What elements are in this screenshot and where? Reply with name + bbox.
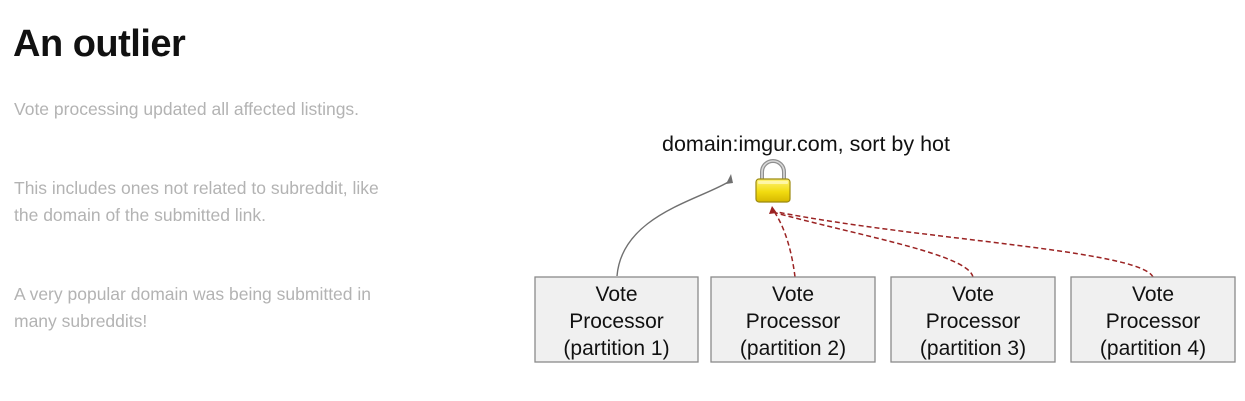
- waiting-arrowhead: [769, 206, 777, 214]
- processor-1-line-3: (partition 1): [563, 337, 669, 360]
- processor-box-1: Vote Processor (partition 1): [534, 276, 699, 363]
- processor-4-line-3: (partition 4): [1100, 337, 1206, 360]
- paragraph-unrelated-listings: This includes ones not related to subred…: [14, 178, 379, 225]
- padlock-icon: [755, 159, 791, 203]
- waiting-arrow-partition-4: [776, 211, 1154, 278]
- lock-caption: domain:imgur.com, sort by hot: [662, 132, 950, 156]
- processor-2-line-2: Processor: [746, 310, 841, 333]
- processor-3-line-2: Processor: [926, 310, 1021, 333]
- slide-title: An outlier: [13, 23, 186, 65]
- paragraph-popular-domain: A very popular domain was being submitte…: [14, 284, 372, 331]
- waiting-arrow-partition-2: [774, 212, 796, 278]
- processor-box-2: Vote Processor (partition 2): [710, 276, 876, 363]
- processor-1-line-2: Processor: [569, 310, 664, 333]
- processor-3-line-3: (partition 3): [920, 337, 1026, 360]
- processor-2-line-1: Vote: [772, 283, 814, 306]
- processor-4-line-2: Processor: [1106, 310, 1201, 333]
- processor-1-line-1: Vote: [595, 283, 637, 306]
- waiting-arrow-partition-3: [775, 212, 974, 278]
- processor-box-3: Vote Processor (partition 3): [890, 276, 1056, 363]
- processor-3-line-1: Vote: [952, 283, 994, 306]
- paragraph-vote-processing: Vote processing updated all affected lis…: [14, 99, 360, 119]
- processor-box-4: Vote Processor (partition 4): [1070, 276, 1236, 363]
- processor-4-line-1: Vote: [1132, 283, 1174, 306]
- lock-acquired-arrowhead: [726, 174, 733, 184]
- processor-2-line-3: (partition 2): [740, 337, 846, 360]
- lock-acquired-arrow: [616, 180, 731, 277]
